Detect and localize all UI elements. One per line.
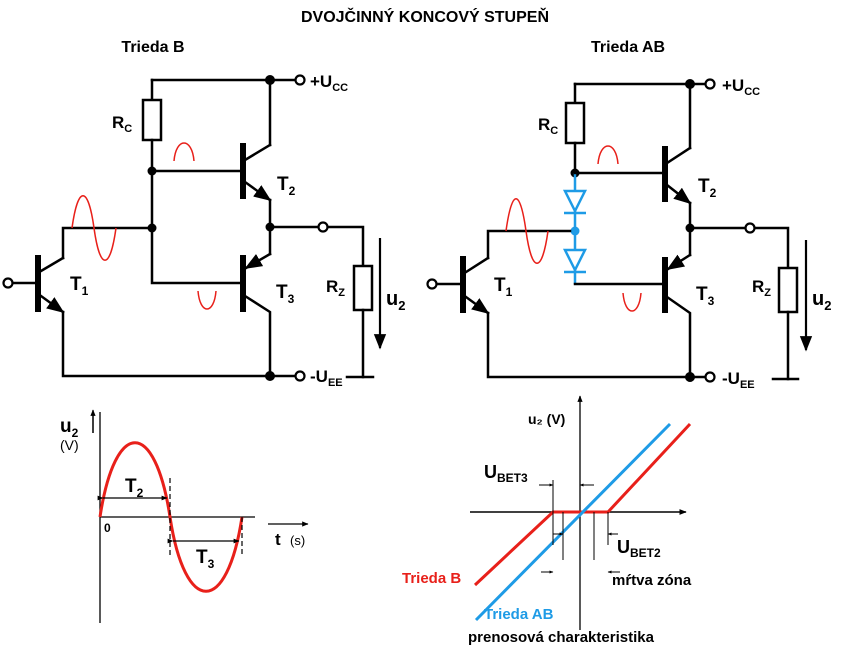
dead-zone-label: mŕtva zóna bbox=[612, 572, 692, 589]
waveform-xlabel: t bbox=[275, 530, 281, 549]
class-b-rz-resistor bbox=[352, 264, 374, 312]
waveform-origin: 0 bbox=[104, 521, 111, 535]
class-ab-t2-label: T2 bbox=[698, 176, 717, 200]
class-ab-rz-resistor bbox=[777, 266, 799, 314]
class-b-t2-label: T2 bbox=[277, 174, 296, 198]
figure-title: DVOJČINNÝ KONCOVÝ STUPEŇ bbox=[301, 7, 549, 26]
class-b-t1-label: T1 bbox=[70, 274, 89, 298]
class-ab-circuit: Trieda AB +UCC RC T2 bbox=[426, 39, 831, 391]
output-waveform-graph: u2 (V) t (s) 0 T2 T3 bbox=[60, 409, 309, 623]
class-ab-heading: Trieda AB bbox=[591, 39, 665, 56]
class-b-u2-label: u2 bbox=[386, 288, 405, 313]
biasing-diodes bbox=[562, 173, 588, 284]
class-b-rz-label: RZ bbox=[326, 277, 345, 299]
class-ab-t3-label: T3 bbox=[696, 284, 715, 308]
class-ab-rc-label: RC bbox=[538, 115, 558, 137]
waveform-t3-label: T3 bbox=[196, 547, 215, 571]
waveform-ylabel: u2 bbox=[60, 416, 79, 440]
transfer-caption: prenosová charakteristika bbox=[468, 629, 655, 646]
waveform-t2-label: T2 bbox=[125, 476, 144, 500]
class-b-circuit: Trieda B +UCC RC T2 RZ u2 bbox=[2, 39, 405, 389]
class-ab-t1-label: T1 bbox=[494, 275, 513, 299]
legend-class-b: Trieda B bbox=[402, 570, 461, 587]
class-ab-vee-label: -UEE bbox=[722, 369, 755, 391]
ubet3-label: UBET3 bbox=[484, 462, 528, 485]
class-ab-u2-label: u2 bbox=[812, 288, 831, 313]
class-b-vee-label: -UEE bbox=[310, 367, 343, 389]
class-ab-rz-label: RZ bbox=[752, 277, 771, 299]
class-ab-vcc-label: +UCC bbox=[722, 76, 760, 98]
waveform-yunit: (V) bbox=[60, 437, 79, 453]
ubet2-label: UBET2 bbox=[617, 537, 661, 560]
class-b-heading: Trieda B bbox=[121, 39, 184, 56]
class-b-t3-label: T3 bbox=[276, 282, 295, 306]
class-ab-rc-resistor bbox=[564, 101, 586, 145]
class-b-rc-resistor bbox=[141, 98, 163, 142]
transfer-ylabel: u₂ (V) bbox=[528, 411, 565, 427]
legend-class-ab: Trieda AB bbox=[484, 606, 554, 623]
waveform-xunit: (s) bbox=[290, 533, 305, 548]
class-b-vcc-label: +UCC bbox=[310, 72, 348, 94]
transfer-characteristic-graph: u₂ (V) UBET3 UBET2 mŕtva zóna Trieda B T… bbox=[402, 395, 692, 646]
class-b-rc-label: RC bbox=[112, 113, 132, 135]
